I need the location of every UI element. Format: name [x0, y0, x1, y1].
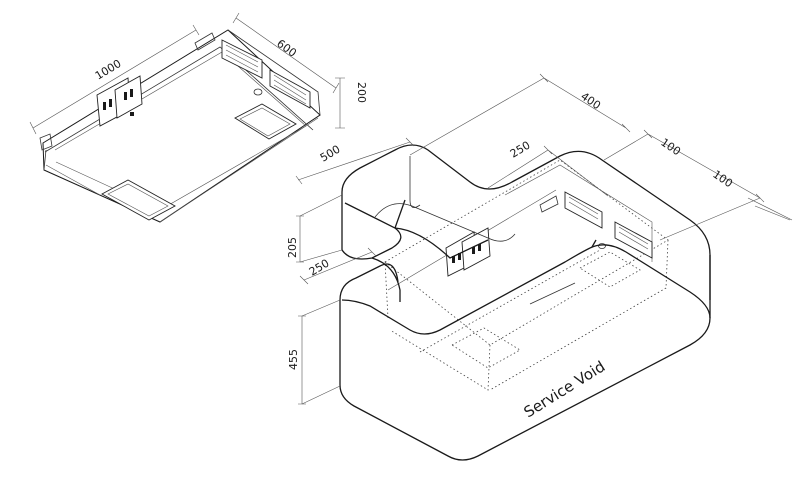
dim-500: 500	[318, 143, 343, 165]
service-void: Service Void 400 250 100 100 500 205 250…	[286, 73, 793, 461]
electrical-block-icon	[445, 227, 491, 277]
dim-100-a: 100	[658, 136, 683, 159]
dim-400: 400	[578, 90, 603, 113]
dim-600: 600	[274, 37, 299, 60]
electrical-block-icon	[96, 75, 143, 127]
dim-250-side: 250	[307, 257, 332, 279]
access-hatch-icon	[101, 179, 176, 221]
dim-1000: 1000	[93, 57, 124, 83]
connector-panel-icon	[614, 221, 653, 259]
dim-200: 200	[355, 82, 368, 103]
dim-100-b: 100	[710, 168, 735, 191]
dim-205: 205	[286, 237, 299, 258]
connector-panel-icon	[564, 191, 603, 229]
unit-box: 1000 600 200	[29, 12, 368, 223]
access-hatch-icon	[234, 103, 297, 140]
service-void-label: Service Void	[521, 357, 609, 421]
dim-250-top: 250	[508, 139, 533, 161]
dim-455: 455	[287, 349, 300, 370]
connector-panel-icon	[269, 69, 311, 109]
duct-spigot-icon	[253, 88, 263, 96]
ghost-unit	[384, 159, 669, 391]
connector-panel-icon	[221, 39, 263, 79]
